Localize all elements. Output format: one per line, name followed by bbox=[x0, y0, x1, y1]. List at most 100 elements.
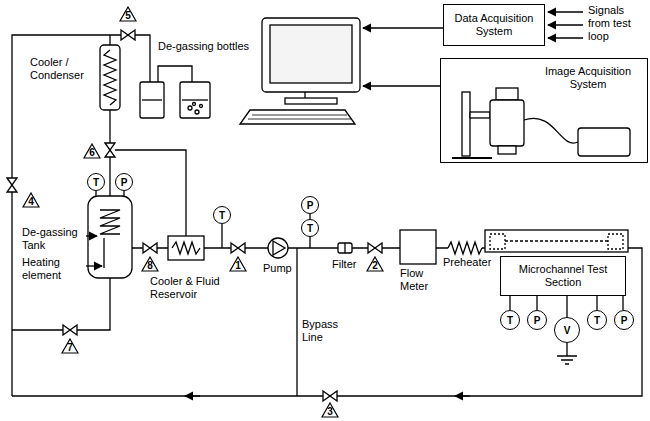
test-section-plate bbox=[485, 230, 628, 252]
valve-symbol bbox=[7, 178, 17, 192]
part-label: Heating element bbox=[22, 256, 84, 282]
pipe-line bbox=[221, 224, 222, 248]
symbol-letter: 4 bbox=[28, 196, 34, 207]
callout-triangle bbox=[142, 257, 158, 271]
callout-number: 2 bbox=[366, 256, 384, 272]
callout-number: 8 bbox=[141, 256, 159, 272]
callout-triangle bbox=[230, 257, 246, 271]
sensor-lead bbox=[622, 296, 623, 310]
symbol-letter: P bbox=[621, 315, 628, 326]
callout-number: 3 bbox=[321, 402, 339, 418]
symbol-letter: T bbox=[307, 223, 313, 234]
box-label: Image Acquisition System bbox=[529, 65, 647, 91]
test-section-plate bbox=[485, 230, 628, 252]
part-label: De-gassing bottles bbox=[158, 40, 268, 53]
degassing-bottle bbox=[140, 82, 210, 118]
computer-icon bbox=[262, 18, 360, 92]
reservoir-cooler bbox=[172, 242, 200, 254]
part-label: Cooler & Fluid Reservoir bbox=[150, 275, 234, 301]
camera-rig bbox=[578, 128, 630, 156]
symbol-letter: V bbox=[564, 325, 571, 336]
camera-rig bbox=[524, 118, 578, 143]
sensor-circle: T bbox=[301, 219, 319, 237]
symbol-letter: 7 bbox=[67, 342, 73, 353]
part-label: Filter bbox=[332, 258, 364, 271]
symbol-letter: 5 bbox=[125, 10, 131, 21]
symbol-letter: 3 bbox=[327, 406, 333, 417]
camera-rig bbox=[452, 88, 630, 158]
computer-icon bbox=[240, 18, 360, 124]
degassing-bottle bbox=[142, 99, 162, 100]
valve-symbol bbox=[121, 30, 135, 40]
symbol-letter: T bbox=[507, 315, 513, 326]
camera-rig bbox=[462, 92, 470, 156]
callout-number: 5 bbox=[119, 6, 137, 22]
filter-symbol bbox=[338, 243, 352, 253]
filter-symbol bbox=[344, 243, 345, 253]
degassing-tank bbox=[86, 235, 97, 236]
sensor-circle: T bbox=[213, 206, 231, 224]
computer-icon bbox=[240, 110, 355, 124]
cooler-condenser bbox=[100, 45, 120, 110]
valve-symbol bbox=[368, 243, 382, 253]
camera-rig bbox=[452, 157, 492, 159]
sensor-lead bbox=[566, 296, 567, 317]
ground-symbol bbox=[557, 343, 577, 364]
pipe-line bbox=[185, 395, 200, 396]
pipe-line bbox=[12, 35, 150, 396]
degassing-tank bbox=[103, 238, 104, 268]
symbol-letter: T bbox=[93, 177, 99, 188]
test-section-plate bbox=[505, 240, 608, 241]
valve-symbol bbox=[323, 391, 337, 401]
camera-rig bbox=[498, 146, 516, 154]
degassing-bottle bbox=[193, 103, 196, 106]
flow-meter bbox=[400, 230, 436, 264]
callout-triangle bbox=[23, 193, 39, 207]
callout-number: 6 bbox=[83, 143, 101, 159]
symbol-letter: 6 bbox=[89, 147, 95, 158]
callout-triangle bbox=[84, 144, 100, 158]
computer-icon bbox=[248, 115, 351, 119]
process-box: Image Acquisition System bbox=[440, 58, 648, 163]
filter-symbol bbox=[338, 243, 352, 253]
symbol-letter: T bbox=[219, 210, 225, 221]
symbol-letter: P bbox=[534, 315, 541, 326]
part-label: De-gassing Tank bbox=[22, 226, 84, 252]
process-box: Microchannel Test Section bbox=[500, 256, 626, 296]
camera-rig bbox=[470, 112, 490, 118]
sensor-lead bbox=[536, 296, 537, 310]
cooler-condenser bbox=[104, 50, 116, 105]
callout-number: 4 bbox=[22, 192, 40, 208]
signal-arrow bbox=[363, 27, 443, 28]
ground-symbol bbox=[557, 343, 577, 364]
sensor-lead bbox=[509, 296, 510, 310]
callout-triangle bbox=[322, 403, 338, 417]
sensor-circle: P bbox=[301, 196, 319, 214]
symbol-letter: 8 bbox=[147, 260, 153, 271]
sensor-circle: P bbox=[614, 310, 634, 330]
callout-triangle bbox=[120, 7, 136, 21]
preheater-coil bbox=[448, 242, 482, 254]
callout-number: 7 bbox=[61, 338, 79, 354]
degassing-bottle bbox=[188, 106, 192, 110]
part-label: Signals from test loop bbox=[588, 4, 646, 43]
signal-arrow bbox=[363, 85, 440, 86]
signal-arrow bbox=[548, 37, 583, 38]
pump-symbol bbox=[268, 238, 288, 258]
camera-rig bbox=[490, 100, 524, 146]
valve-symbol bbox=[231, 243, 245, 253]
reservoir-cooler bbox=[168, 236, 204, 260]
pipe-line bbox=[109, 35, 110, 45]
degassing-bottle bbox=[195, 110, 199, 114]
box-label: Data Acquisition System bbox=[448, 12, 540, 38]
valve-symbol bbox=[143, 243, 157, 253]
pipe-line bbox=[96, 191, 124, 196]
sensor-circle: T bbox=[87, 173, 105, 191]
part-label: Bypass Line bbox=[302, 318, 354, 344]
pump-symbol bbox=[273, 241, 285, 255]
sensor-circle: T bbox=[587, 310, 607, 330]
cooler-condenser bbox=[100, 45, 120, 110]
degassing-tank bbox=[86, 265, 102, 266]
callout-triangle bbox=[62, 339, 78, 353]
part-label: Preheater bbox=[443, 256, 499, 269]
